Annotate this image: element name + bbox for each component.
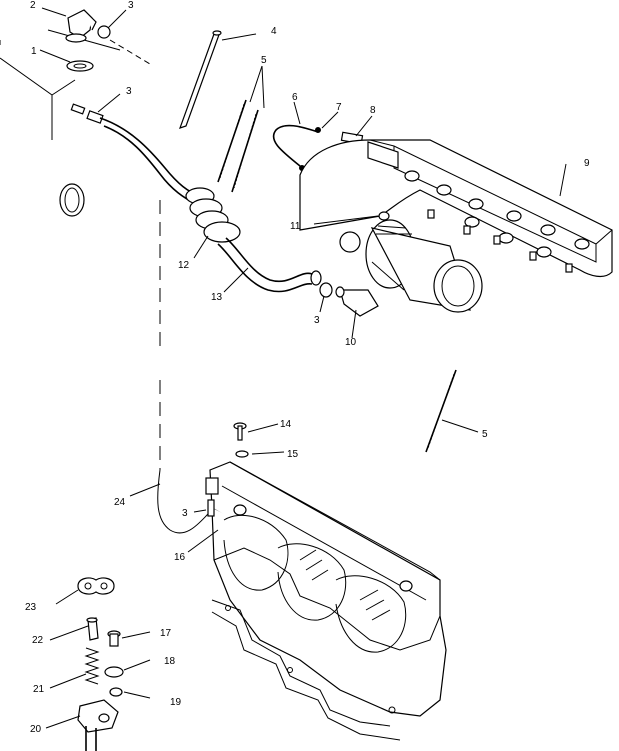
callout-3: 3 [314,315,320,326]
oil-hose-upper [70,103,201,205]
callout-17: 17 [160,628,172,639]
callout-13: 13 [211,292,223,303]
callouts: 2 3 1 3 4 5 6 7 8 9 11 12 13 3 10 14 15 … [25,0,590,735]
callout-6: 6 [292,92,298,103]
banjo-fitting [77,699,119,751]
callout-11: 11 [290,221,301,232]
callout-1: 1 [31,46,37,57]
hose-clamp [319,282,333,298]
callout-9: 9 [584,158,590,169]
callout-24: 24 [114,497,126,508]
callout-18: 18 [164,656,176,667]
callout-15: 15 [287,449,299,460]
oil-tank [0,29,161,470]
cylinder-block [205,461,447,741]
callout-3: 3 [128,0,134,11]
callout-3: 3 [182,508,188,519]
callout-4: 4 [271,26,277,37]
callout-21: 21 [33,684,45,695]
oil-line [157,469,209,534]
callout-3: 3 [126,86,132,97]
stud-lower [425,369,457,453]
callout-14: 14 [280,419,292,430]
studs-upper [217,99,259,193]
tube [272,124,319,167]
callout-22: 22 [32,635,44,646]
callout-20: 20 [30,724,42,735]
washer [235,450,249,458]
callout-8: 8 [370,105,376,116]
manifold-bosses [404,170,590,273]
callout-16: 16 [174,552,186,563]
callout-5: 5 [482,429,488,440]
callout-5: 5 [261,55,267,66]
callout-10: 10 [345,337,357,348]
washer-small [104,666,124,678]
spring [84,647,100,685]
exhaust-manifold [299,139,613,317]
bellows-boot [185,187,241,243]
o-ring-upper [315,127,321,133]
nut-small [109,687,123,697]
callout-7: 7 [336,102,342,113]
callout-2: 2 [30,0,36,11]
valve-body [86,617,99,641]
callout-19: 19 [170,697,182,708]
callout-23: 23 [25,602,37,613]
bolt [107,630,121,647]
gasket-nut [66,60,94,72]
elbow-fitting [65,9,97,43]
clamp-ring [59,183,85,217]
callout-12: 12 [178,260,190,271]
gasket-figure8 [77,577,115,595]
rod [179,30,222,129]
cap [97,25,111,39]
leader-lines [39,7,567,729]
oil-hose-lower [217,237,322,293]
screw [233,422,247,441]
